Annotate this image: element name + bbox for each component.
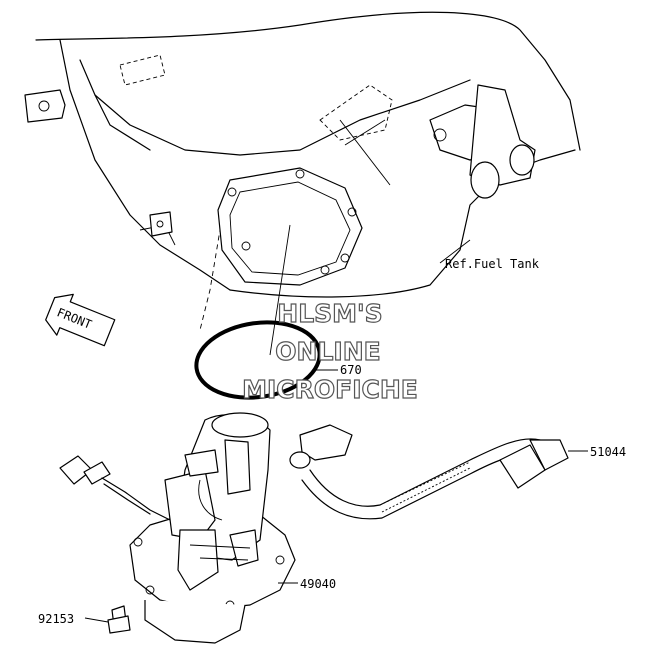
label-part-51044: 51044 xyxy=(590,445,626,459)
front-arrow-icon: FRONT xyxy=(45,293,116,347)
label-ref-fuel-tank: Ref.Fuel Tank xyxy=(445,257,540,271)
label-part-92153: 92153 xyxy=(38,612,74,626)
fuel-hose-51044 xyxy=(289,424,588,520)
bolt-92153 xyxy=(84,605,131,634)
fuel-tank-leader xyxy=(439,239,471,264)
tank-mount-bracket xyxy=(429,84,536,199)
pump-mount-flange xyxy=(217,167,363,356)
o-ring-670 xyxy=(194,320,338,400)
label-part-49040: 49040 xyxy=(300,577,336,591)
fuel-pump-assembly xyxy=(129,412,296,644)
watermark-line1: HLSM'S xyxy=(277,299,382,328)
watermark-line2: ONLINE xyxy=(275,337,380,366)
pump-wiring-connector xyxy=(59,455,171,521)
watermark-line3: MICROFICHE xyxy=(242,375,418,404)
fuel-tank-outline xyxy=(24,11,581,331)
label-part-670: 670 xyxy=(340,363,362,377)
